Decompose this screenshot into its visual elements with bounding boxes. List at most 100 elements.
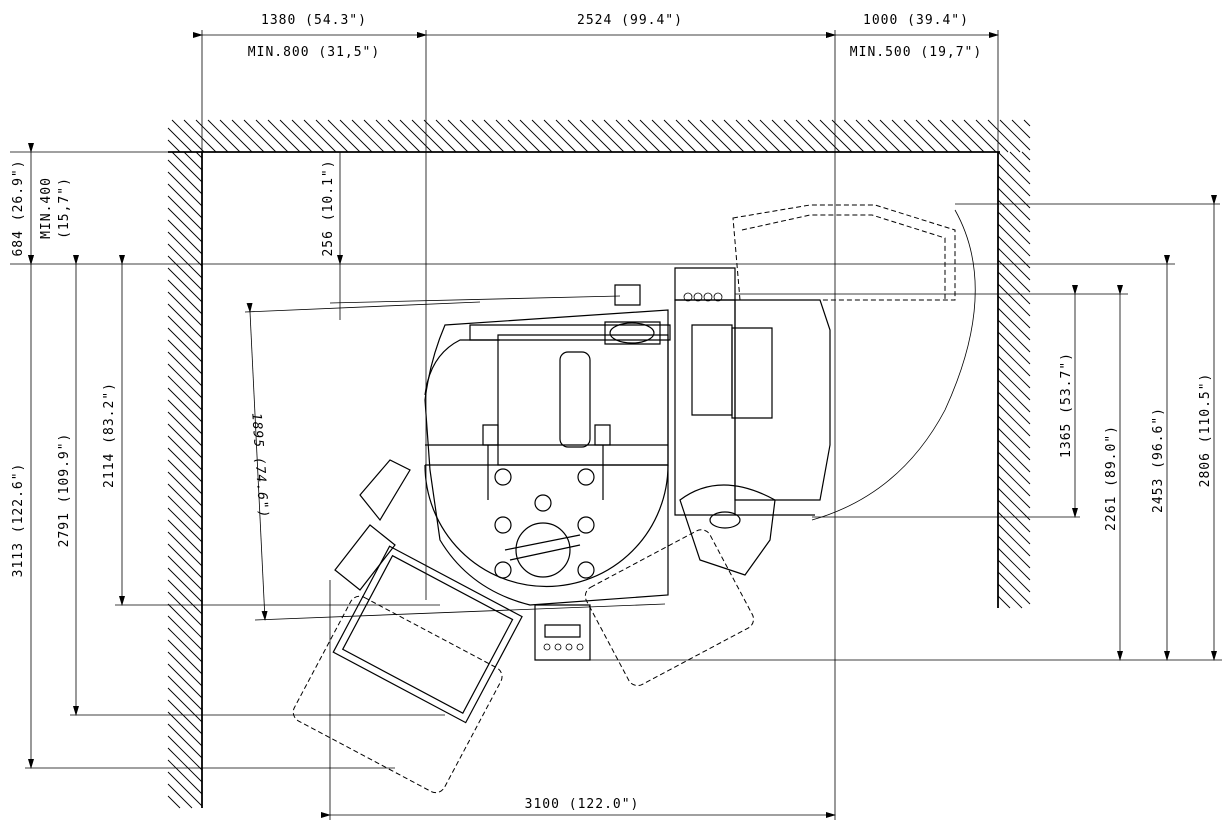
wall-hatch-line bbox=[580, 120, 612, 152]
wall-hatch-line bbox=[998, 416, 1030, 448]
wall-hatch-line bbox=[168, 232, 202, 266]
wall-hatch-line bbox=[400, 120, 432, 152]
wall-hatch-line bbox=[998, 428, 1030, 460]
wall-hatch-line bbox=[592, 120, 624, 152]
wall-hatch-line bbox=[412, 120, 444, 152]
wall-hatch-line bbox=[168, 616, 202, 650]
wall-hatch-line bbox=[168, 580, 202, 614]
wall-hatch-line bbox=[168, 532, 202, 566]
wall-hatch-line bbox=[168, 508, 202, 542]
wall-hatch-line bbox=[168, 640, 202, 674]
dim-diagonal: 1895 (74.6") bbox=[248, 412, 270, 519]
wall-hatch-line bbox=[196, 152, 202, 158]
wall-hatch-line bbox=[998, 332, 1030, 364]
wall-hatch-line bbox=[168, 304, 202, 338]
wall-hatch-line bbox=[168, 700, 202, 734]
wall-hatch-line bbox=[168, 364, 202, 398]
wall-hatch-line bbox=[280, 120, 312, 152]
wall-hatch-line bbox=[998, 356, 1030, 388]
wall-hatch-line bbox=[328, 120, 360, 152]
dim-bottom: 3100 (122.0") bbox=[525, 797, 640, 812]
wall-hatch-line bbox=[168, 140, 180, 152]
wall-hatch-line bbox=[168, 388, 202, 422]
wall-hatch-line bbox=[168, 604, 202, 638]
wall-hatch-line bbox=[856, 120, 888, 152]
wall-hatch-line bbox=[168, 460, 202, 494]
wall-hatch-line bbox=[508, 120, 540, 152]
wall-hatch-line bbox=[340, 120, 372, 152]
wall-hatch-line bbox=[520, 120, 552, 152]
wall-hatch-line bbox=[168, 128, 192, 152]
wall-hatch-line bbox=[388, 120, 420, 152]
wall-hatch-line bbox=[1000, 120, 1030, 150]
wall-hatch-line bbox=[820, 120, 852, 152]
wall-hatch-line bbox=[1022, 152, 1030, 160]
wall-hatch-line bbox=[168, 436, 202, 470]
wall-hatch-line bbox=[168, 688, 202, 722]
wall-hatch-line bbox=[892, 120, 924, 152]
wall-hatch-line bbox=[376, 120, 408, 152]
wall-hatch-line bbox=[998, 572, 1030, 604]
wall-hatch-line bbox=[998, 584, 1022, 608]
wall-hatch-line bbox=[998, 560, 1030, 592]
wall-hatch-line bbox=[532, 120, 564, 152]
wall-hatch-line bbox=[232, 120, 264, 152]
dimension-lines bbox=[10, 30, 1222, 820]
wall-hatch-line bbox=[168, 544, 202, 578]
wall-hatch-line bbox=[364, 120, 396, 152]
wall-hatch-line bbox=[998, 524, 1030, 556]
wall-hatch-line bbox=[998, 224, 1030, 256]
wall-hatch-line bbox=[998, 380, 1030, 412]
wall-hatch-line bbox=[998, 392, 1030, 424]
wall-hatch-line bbox=[796, 120, 828, 152]
wall-hatch-line bbox=[664, 120, 696, 152]
wall-hatch-line bbox=[168, 652, 202, 686]
wall-hatch-line bbox=[772, 120, 804, 152]
wall-hatch-line bbox=[998, 152, 1030, 184]
wall-hatch-line bbox=[998, 260, 1030, 292]
wall-hatch-line bbox=[168, 628, 202, 662]
wall-hatch-line bbox=[700, 120, 732, 152]
wall-hatch-line bbox=[784, 120, 816, 152]
wall-hatch-line bbox=[168, 292, 202, 326]
dim-left-inner: 2114 (83.2") bbox=[102, 382, 117, 488]
wall-hatch-line bbox=[748, 120, 780, 152]
wall-hatch-line bbox=[1024, 120, 1030, 126]
wall-hatch-line bbox=[168, 520, 202, 554]
wall-hatch-line bbox=[168, 556, 202, 590]
wall-hatch-line bbox=[652, 120, 684, 152]
wall-hatch-line bbox=[168, 484, 202, 518]
wall-hatch-line bbox=[724, 120, 756, 152]
wall-hatch-line bbox=[688, 120, 720, 152]
wall-hatch-line bbox=[256, 120, 288, 152]
wall-hatch-line bbox=[628, 120, 660, 152]
wall-hatch-line bbox=[172, 152, 202, 182]
wall-hatch-line bbox=[916, 120, 948, 152]
wall-hatch-line bbox=[998, 344, 1030, 376]
wall-hatch-line bbox=[168, 352, 202, 386]
wall-hatch-line bbox=[168, 412, 202, 446]
dim-gap-top: 256 (10.1") bbox=[321, 159, 336, 256]
wall-hatch-line bbox=[676, 120, 708, 152]
wall-hatch-line bbox=[556, 120, 588, 152]
wall-hatch-line bbox=[640, 120, 672, 152]
dim-top-middle: 2524 (99.4") bbox=[577, 13, 683, 28]
dim-left-top: 684 (26.9") bbox=[11, 159, 26, 256]
wall-hatch-line bbox=[168, 568, 202, 602]
wall-hatch-line bbox=[998, 500, 1030, 532]
wall-hatch-line bbox=[998, 308, 1030, 340]
dim-left-top-min-b: (15,7") bbox=[57, 177, 72, 239]
wall-hatch-line bbox=[998, 404, 1030, 436]
wall-hatch-line bbox=[168, 184, 202, 218]
wall-hatch-line bbox=[998, 200, 1030, 232]
wall-hatch-line bbox=[168, 268, 202, 302]
wall-hatch-line bbox=[998, 452, 1030, 484]
dim-left-total: 3113 (122.6") bbox=[11, 463, 26, 578]
wall-hatch-line bbox=[168, 676, 202, 710]
wall-hatch-line bbox=[998, 476, 1030, 508]
dim-left-mid: 2791 (109.9") bbox=[57, 433, 72, 548]
wall-hatch-line bbox=[998, 464, 1030, 496]
wall-hatch-line bbox=[168, 448, 202, 482]
right-wall-hatch bbox=[998, 152, 1030, 608]
